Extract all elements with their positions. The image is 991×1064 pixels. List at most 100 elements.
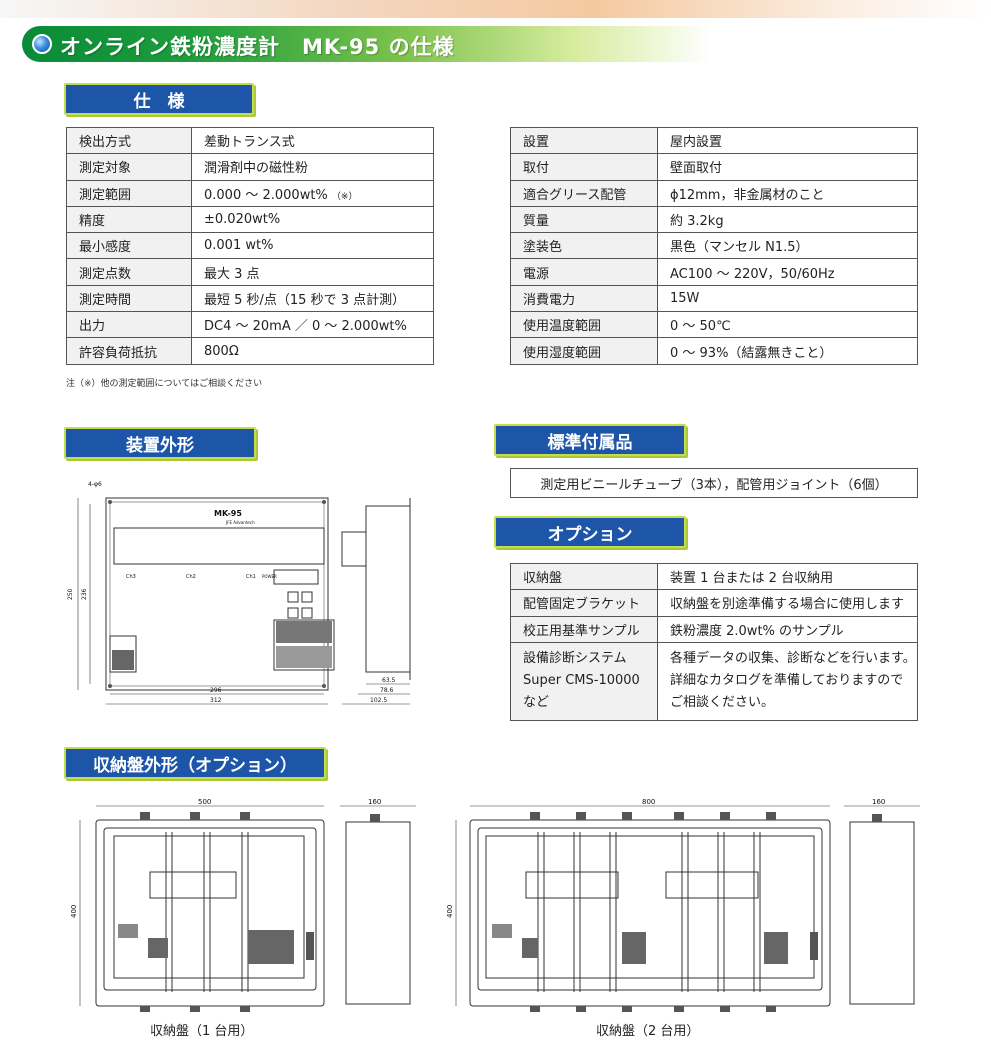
spec-value: 黒色（マンセル N1.5） <box>657 232 918 260</box>
table-row: 出力 DC4 ～ 20mA ／ 0 ～ 2.000wt% <box>66 311 434 339</box>
section-options: オプション <box>494 516 686 548</box>
table-row: 校正用基準サンプル 鉄粉濃度 2.0wt% のサンプル <box>510 615 918 643</box>
section-spec: 仕 様 <box>64 83 254 115</box>
spec-label: 塗装色 <box>510 232 658 260</box>
spec-value-text: 800Ω <box>204 343 239 359</box>
spec-value: 最大 3 点 <box>191 258 434 286</box>
top-gradient-bar <box>0 0 991 18</box>
dim-width-outer: 312 <box>210 697 222 704</box>
option-label: 収納盤 <box>510 562 658 591</box>
section-outline: 装置外形 <box>64 427 256 459</box>
table-row: 検出方式差動トランス式 <box>66 126 434 155</box>
table-row: 配管固定ブラケット 収納盤を別途準備する場合に使用します <box>510 589 918 617</box>
option-label-multi: 設備診断システム Super CMS-10000 など <box>510 641 658 721</box>
dim-height-inner: 236 <box>81 588 88 600</box>
table-row: 最小感度 0.001 wt% <box>66 232 434 260</box>
spec-value-text: 約 3.2kg <box>670 214 724 230</box>
spec-value-text: AC100 ～ 220V，50/60Hz <box>670 266 835 282</box>
cabinet-1-drawing: 500 160 400 <box>70 798 416 1012</box>
bullet-icon <box>32 34 52 54</box>
spec-value-text: 黒色（マンセル N1.5） <box>670 240 809 256</box>
table-row: 消費電力 15W <box>510 284 918 313</box>
spec-value-text: DC4 ～ 20mA ／ 0 ～ 2.000wt% <box>204 319 407 335</box>
spec-label: 設置 <box>510 126 658 155</box>
spec-value: ±0.020wt% <box>191 205 434 234</box>
spec-value-text: ±0.020wt% <box>204 212 281 228</box>
option-label: 配管固定ブラケット <box>510 589 658 617</box>
spec-label: 測定点数 <box>66 258 192 286</box>
spec-value-text: 最大 3 点 <box>204 266 260 282</box>
spec-value-text: ϕ12mm，非金属材のこと <box>670 187 825 203</box>
table-row: 測定時間最短 5 秒/点（15 秒で 3 点計測） <box>66 284 434 313</box>
spec-label: 使用温度範囲 <box>510 311 658 339</box>
table-row: 設置屋内設置 <box>510 126 918 155</box>
spec-value-text: 0.000 ～ 2.000wt% <box>204 187 328 203</box>
spec-label: 消費電力 <box>510 284 658 313</box>
spec-value-text: 屋内設置 <box>670 135 723 151</box>
spec-label: 取付 <box>510 153 658 181</box>
drawing-ch2: Ch2 <box>186 574 196 580</box>
cabinet-2-drawing: 800 160 400 <box>446 798 920 1012</box>
spec-value: 15W <box>657 284 918 313</box>
option-value-multi: 各種データの収集、診断などを行います。 詳細なカタログを準備しておりますので ご… <box>657 641 918 721</box>
dim-cabinet-1-width: 500 <box>198 798 211 806</box>
spec-label: 測定対象 <box>66 153 192 181</box>
spec-value-text: 差動トランス式 <box>204 135 295 151</box>
drawing-ch1: Ch1 <box>246 574 256 580</box>
spec-label: 質量 <box>510 205 658 234</box>
options-table: 収納盤 装置 1 台または 2 台収納用 配管固定ブラケット 収納盤を別途準備す… <box>510 562 918 721</box>
drawing-hole: 4-φ6 <box>88 481 102 488</box>
dim-side-3: 102.5 <box>370 697 387 704</box>
spec-value: 最短 5 秒/点（15 秒で 3 点計測） <box>191 284 434 313</box>
drawing-model: MK-95 <box>214 509 242 518</box>
dim-cabinet-2-width: 800 <box>642 798 655 806</box>
table-row: 塗装色黒色（マンセル N1.5） <box>510 232 918 260</box>
spec-label: 使用湿度範囲 <box>510 337 658 365</box>
spec-value: AC100 ～ 220V，50/60Hz <box>657 258 918 286</box>
dim-cabinet-1-depth: 160 <box>368 798 381 806</box>
spec-label: 検出方式 <box>66 126 192 155</box>
dim-cabinet-1-height: 400 <box>70 905 78 918</box>
dim-cabinet-2-height: 400 <box>446 905 454 918</box>
caption-cabinet-2: 収納盤（2 台用） <box>596 1024 700 1039</box>
spec-label: 許容負荷抵抗 <box>66 337 192 365</box>
table-row: 使用湿度範囲 0 ～ 93%（結露無きこと） <box>510 337 918 365</box>
option-value: 鉄粉濃度 2.0wt% のサンプル <box>657 615 918 643</box>
table-row: 設備診断システム Super CMS-10000 など 各種データの収集、診断な… <box>510 641 918 721</box>
spec-value: 屋内設置 <box>657 126 918 155</box>
section-cabinet: 収納盤外形（オプション） <box>64 747 326 779</box>
spec-value: 0 ～ 93%（結露無きこと） <box>657 337 918 365</box>
spec-label: 精度 <box>66 205 192 234</box>
spec-value-text: 最短 5 秒/点（15 秒で 3 点計測） <box>204 292 406 308</box>
spec-value: 0 ～ 50℃ <box>657 311 918 339</box>
footnote: 注（※）他の測定範囲についてはご相談ください <box>66 379 263 389</box>
table-row: 測定対象潤滑剤中の磁性粉 <box>66 153 434 181</box>
title-band <box>22 26 712 62</box>
spec-value-text: 0.001 wt% <box>204 238 274 254</box>
spec-label: 最小感度 <box>66 232 192 260</box>
drawing-maker: JFE Advantech <box>225 520 255 525</box>
drawing-ch3: Ch3 <box>126 574 136 580</box>
option-value: 収納盤を別途準備する場合に使用します <box>657 589 918 617</box>
spec-label: 出力 <box>66 311 192 339</box>
spec-value-text: 潤滑剤中の磁性粉 <box>204 161 309 177</box>
spec-value-text: 0 ～ 93%（結露無きこと） <box>670 345 833 361</box>
dim-side-1: 63.5 <box>382 677 396 684</box>
drawing-power: POWER <box>262 574 277 579</box>
table-row: 測定点数最大 3 点 <box>66 258 434 286</box>
spec-value: 壁面取付 <box>657 153 918 181</box>
spec-value: 0.000 ～ 2.000wt% （※） <box>191 179 434 207</box>
dim-width-inner: 296 <box>210 687 222 694</box>
dim-side-2: 78.6 <box>380 687 394 694</box>
spec-value: 潤滑剤中の磁性粉 <box>191 153 434 181</box>
spec-value-text: 15W <box>670 290 700 306</box>
table-row: 許容負荷抵抗 800Ω <box>66 337 434 365</box>
spec-label: 測定時間 <box>66 284 192 313</box>
spec-label: 測定範囲 <box>66 179 192 207</box>
page-title: オンライン鉄粉濃度計 MK-95 の仕様 <box>60 35 455 59</box>
table-row: 収納盤 装置 1 台または 2 台収納用 <box>510 562 918 591</box>
caption-cabinet-1: 収納盤（1 台用） <box>150 1024 254 1039</box>
